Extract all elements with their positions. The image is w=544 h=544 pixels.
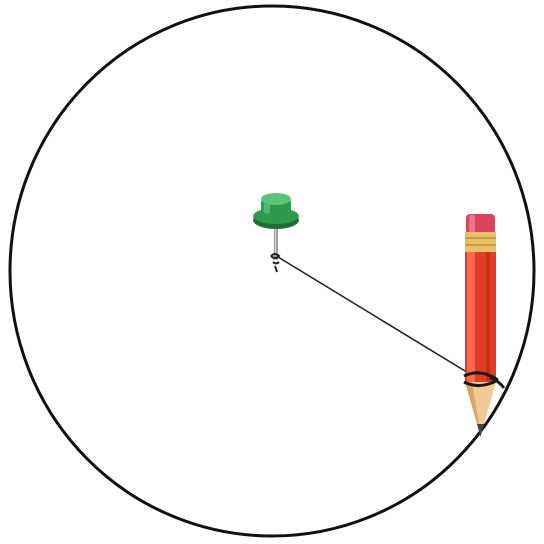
push-pin (253, 193, 299, 272)
pencil-band (465, 232, 496, 252)
drawn-circle (10, 6, 534, 536)
string (278, 257, 470, 374)
